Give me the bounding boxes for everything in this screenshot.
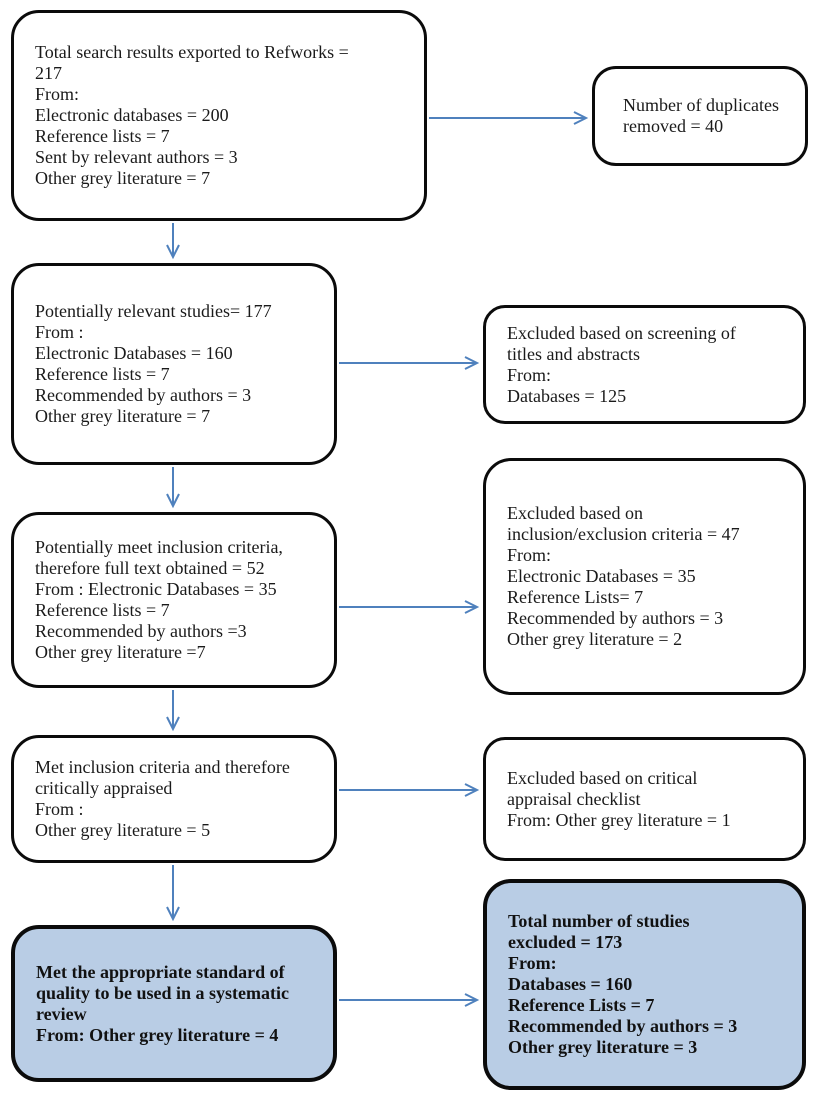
box-total-search-results-text: Total search results exported to Refwork…: [35, 42, 349, 188]
box-excluded-appraisal: Excluded based on critical appraisal che…: [483, 737, 806, 861]
box-critically-appraised: Met inclusion criteria and therefore cri…: [11, 735, 337, 863]
box-met-quality-standard-text: Met the appropriate standard of quality …: [36, 961, 290, 1045]
box-duplicates-removed-text: Number of duplicates removed = 40: [623, 95, 779, 136]
box-total-search-results: Total search results exported to Refwork…: [11, 10, 427, 221]
box-excluded-screening: Excluded based on screening of titles an…: [483, 305, 806, 424]
box-excluded-screening-text: Excluded based on screening of titles an…: [507, 322, 736, 406]
box-duplicates-removed: Number of duplicates removed = 40: [592, 66, 808, 166]
box-potentially-relevant: Potentially relevant studies= 177 From :…: [11, 263, 337, 465]
box-met-quality-standard: Met the appropriate standard of quality …: [11, 925, 337, 1082]
box-potentially-relevant-text: Potentially relevant studies= 177 From :…: [35, 301, 272, 426]
box-excluded-appraisal-text: Excluded based on critical appraisal che…: [507, 767, 731, 830]
box-full-text-obtained: Potentially meet inclusion criteria, the…: [11, 512, 337, 688]
box-total-excluded-text: Total number of studies excluded = 173 F…: [508, 911, 738, 1057]
box-total-excluded: Total number of studies excluded = 173 F…: [483, 879, 806, 1090]
box-excluded-criteria-text: Excluded based on inclusion/exclusion cr…: [507, 503, 740, 649]
box-full-text-obtained-text: Potentially meet inclusion criteria, the…: [35, 537, 283, 662]
box-critically-appraised-text: Met inclusion criteria and therefore cri…: [35, 757, 290, 840]
box-excluded-criteria: Excluded based on inclusion/exclusion cr…: [483, 458, 806, 695]
